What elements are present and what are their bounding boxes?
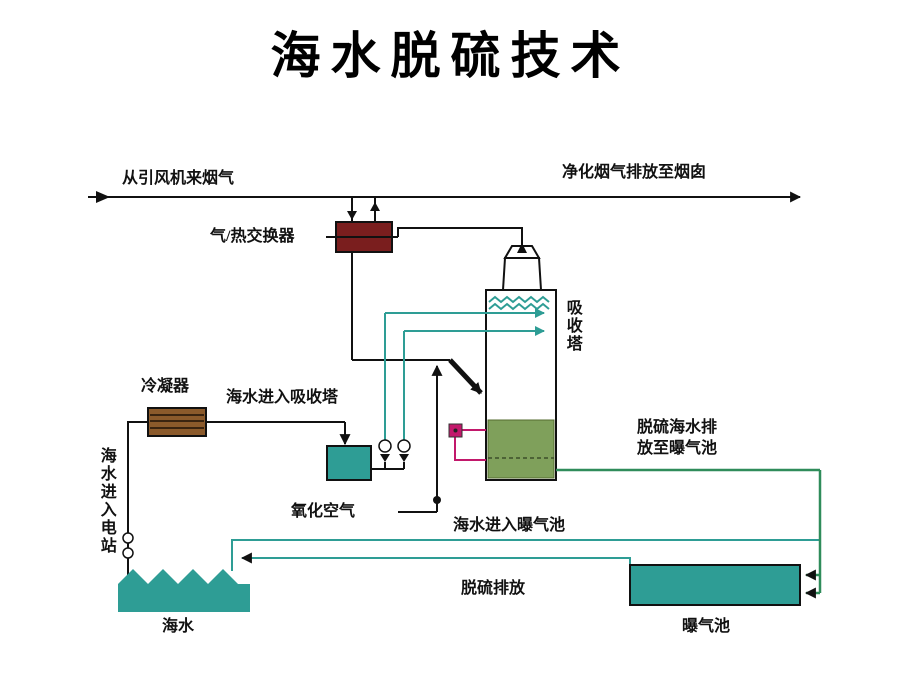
arrowhead [517, 243, 527, 253]
pump-icon [122, 532, 134, 544]
label-desulf-discharge: 脱硫排放 [461, 580, 526, 597]
tower-neck [501, 257, 543, 291]
pipe-condenser-to-sea [127, 421, 148, 578]
pipe-gas-inlet-duct-diagonal [448, 358, 483, 395]
label-sea: 海水 [162, 618, 195, 635]
valve-icon [399, 454, 409, 462]
label-clean-gas-to-stack: 净化烟气排放至烟囱 [562, 164, 707, 181]
pump-icon [378, 439, 392, 453]
pipe-pool-discharge-to-sea [240, 552, 631, 566]
arrowhead [370, 202, 380, 211]
aeration-pool-shape [629, 564, 801, 606]
label-oxidation-air: 氧化空气 [291, 503, 356, 520]
tower-liquid-surface [488, 295, 550, 311]
label-seawater-to-absorber: 海水进入吸收塔 [226, 389, 339, 406]
seawater-tank [326, 445, 372, 481]
label-desulf-seawater-to-aeration: 脱硫海水排 放至曝气池 [637, 419, 718, 457]
pipe-sea-to-aeration [231, 539, 820, 571]
label-heat-exchanger: 气/热交换器 [210, 228, 295, 245]
controller-line [454, 437, 486, 461]
label-seawater-to-aeration: 海水进入曝气池 [453, 517, 566, 534]
wavy-line [488, 302, 550, 311]
sea-shape [118, 569, 250, 612]
label-absorber-tower: 吸收塔 [563, 299, 581, 353]
level-controller [448, 423, 486, 461]
label-condenser: 冷凝器 [141, 378, 190, 395]
pipe-clean-gas-from-tower [397, 227, 523, 246]
pump-icon [122, 547, 134, 559]
valve-icon [380, 454, 390, 462]
spray-pumps [378, 439, 411, 462]
seawater-pipes [127, 308, 822, 599]
controller-dot [453, 428, 458, 433]
flue-gas-pipes [88, 191, 802, 513]
tower-packing [487, 419, 555, 479]
air-blower-dot [433, 496, 441, 504]
diagram-title: 海水脱硫技术 [270, 28, 631, 84]
label-flue-from-fan: 从引风机来烟气 [122, 170, 235, 187]
pump-icon [397, 439, 411, 453]
arrowhead [96, 191, 110, 203]
arrowhead [347, 211, 357, 220]
condenser-box [147, 407, 207, 437]
wavy-line [488, 295, 550, 304]
label-aeration-pool: 曝气池 [682, 618, 731, 635]
intake-pumps [122, 532, 134, 559]
absorber-tower [485, 245, 557, 481]
label-seawater-to-plant: 海水进入电站 [97, 447, 115, 555]
